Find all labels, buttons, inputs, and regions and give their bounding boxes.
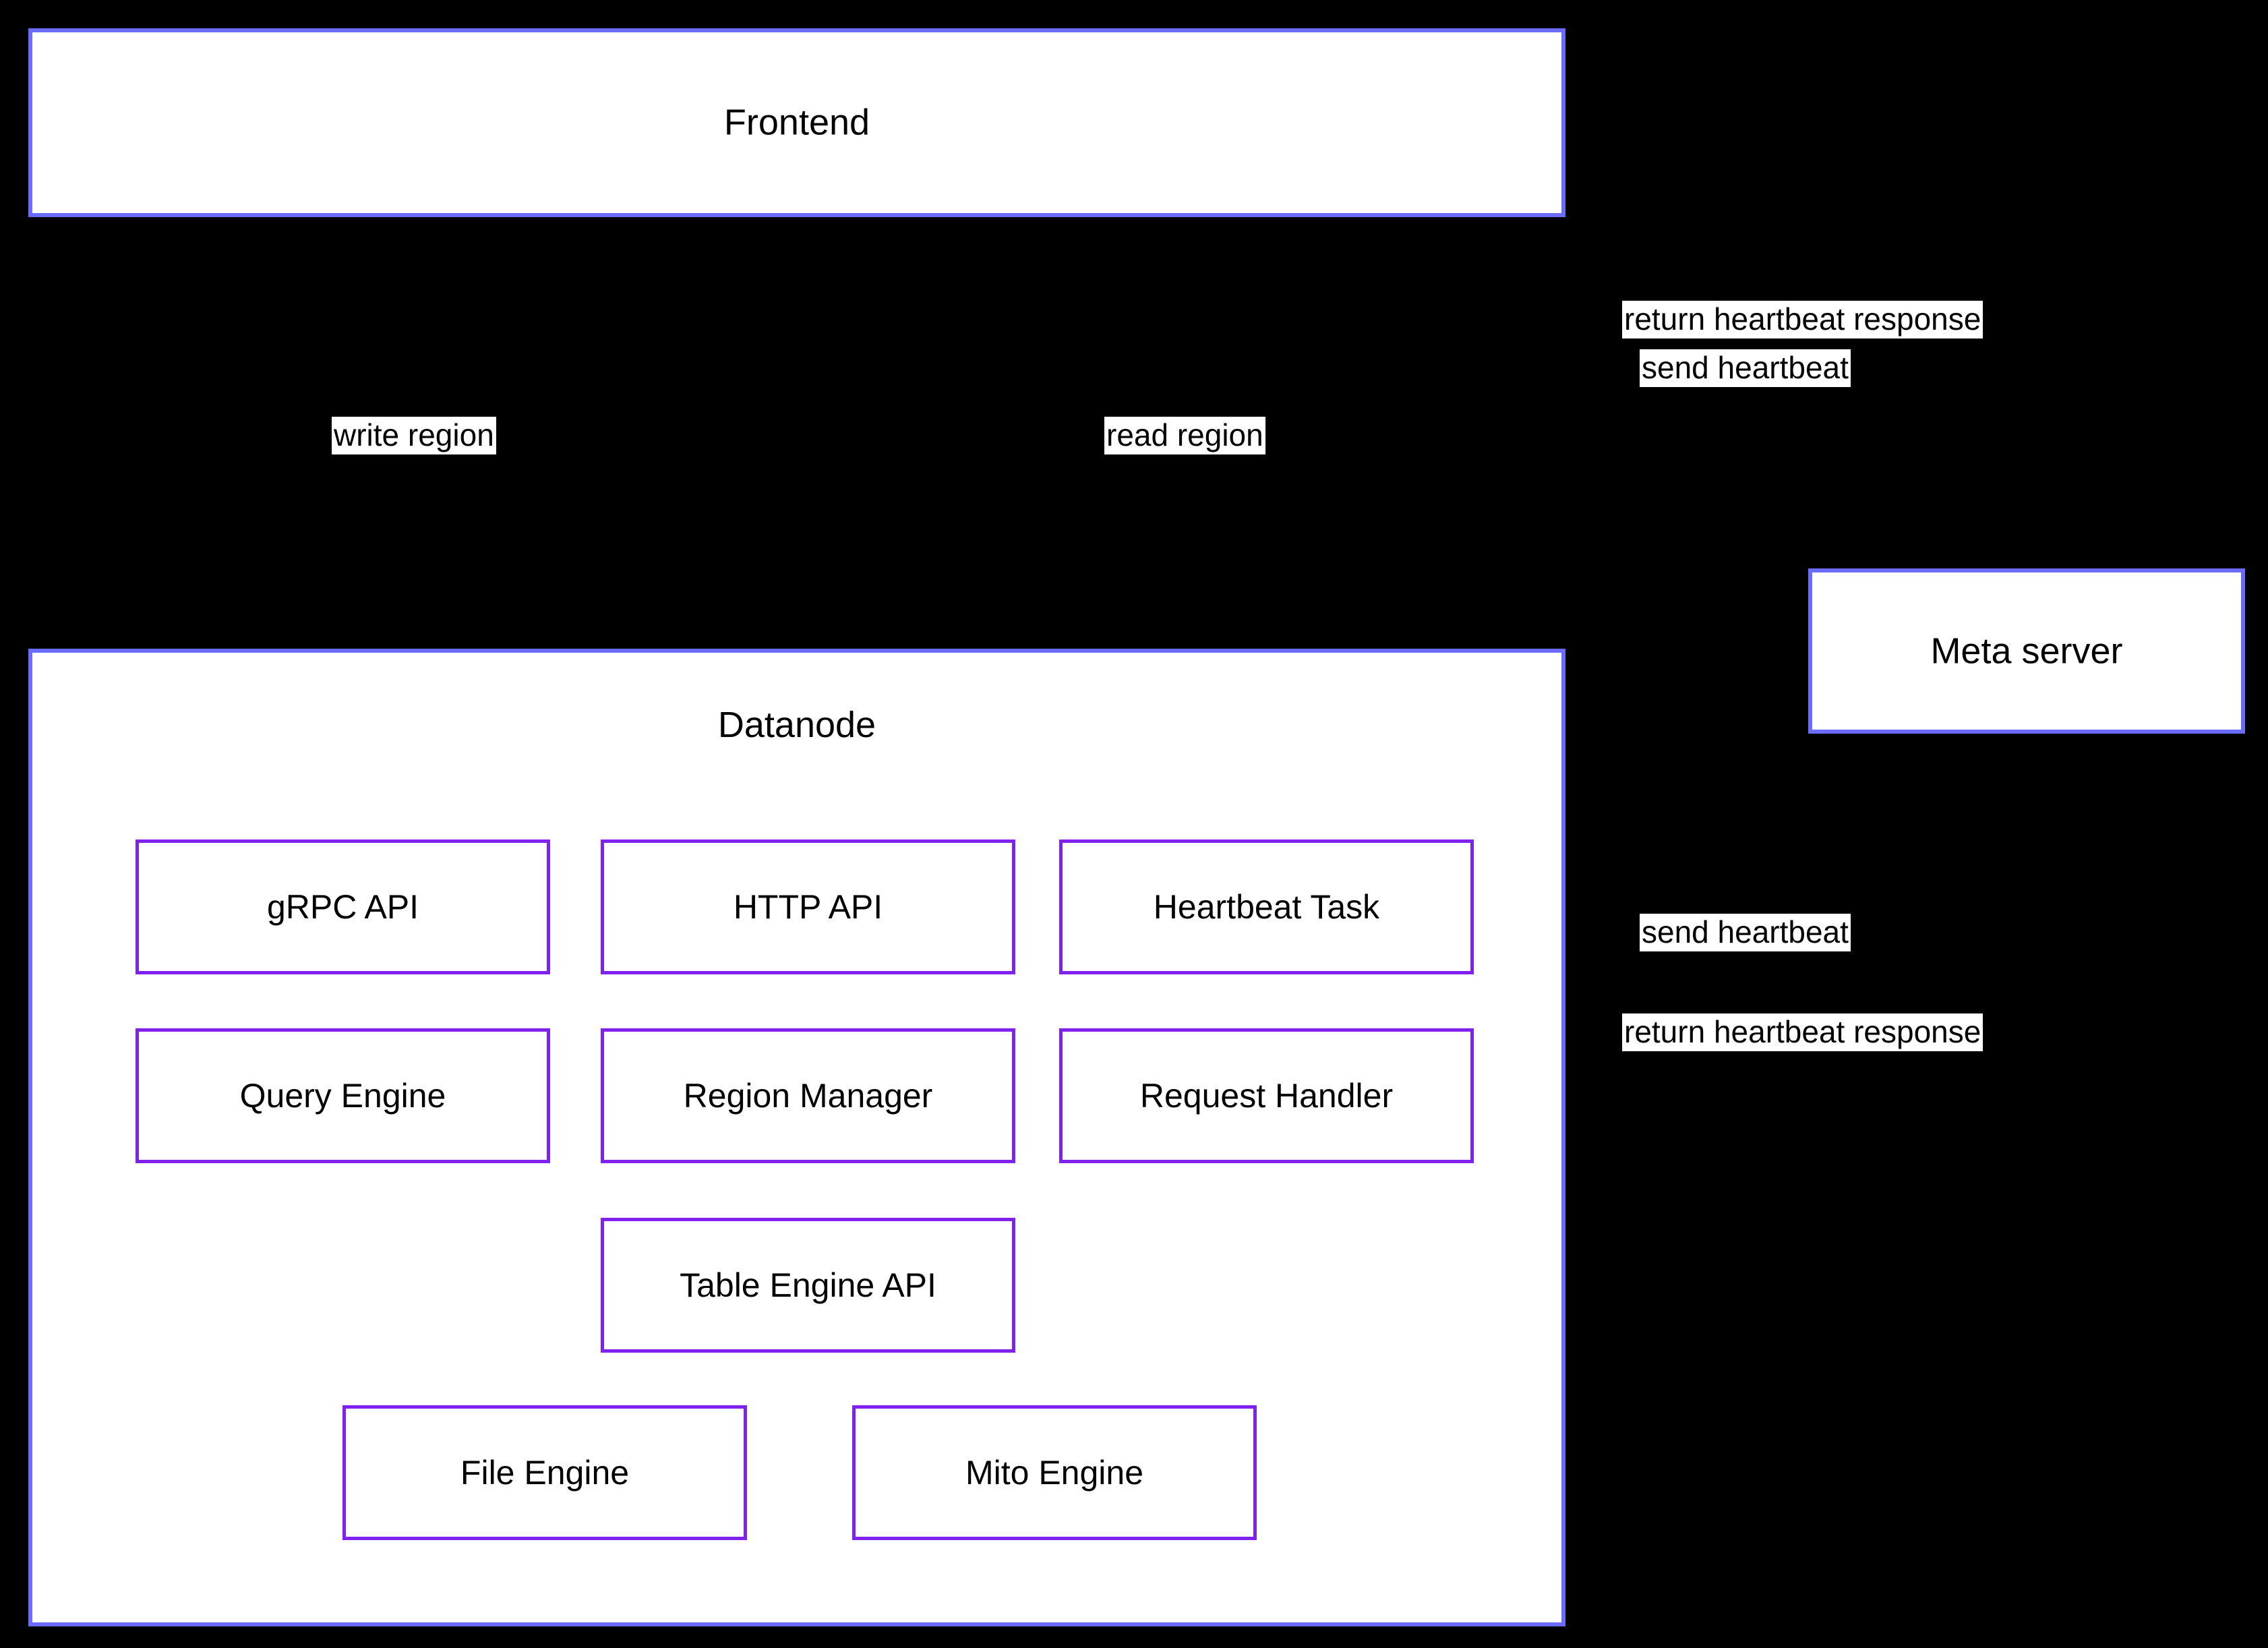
edge-meta-to-frontend-return bbox=[1629, 211, 2031, 569]
edge-label-frontend-meta-return: return heartbeat response bbox=[1622, 301, 1983, 339]
edge-frontend-to-meta-send bbox=[1253, 215, 1930, 570]
component-table-engine-api[interactable]: Table Engine API bbox=[601, 1218, 1015, 1353]
meta-server-node-label: Meta server bbox=[1930, 630, 2123, 671]
component-query-engine-label: Query Engine bbox=[239, 1076, 446, 1115]
component-mito-engine-label: Mito Engine bbox=[965, 1453, 1144, 1492]
component-http-api-label: HTTP API bbox=[733, 887, 883, 926]
component-grpc-api-label: gRPC API bbox=[266, 887, 419, 926]
meta-server-node[interactable]: Meta server bbox=[1808, 568, 2245, 734]
component-table-engine-api-label: Table Engine API bbox=[680, 1266, 936, 1304]
edge-label-frontend-meta-send: send heartbeat bbox=[1640, 349, 1851, 387]
component-request-handler-label: Request Handler bbox=[1139, 1076, 1394, 1115]
component-http-api[interactable]: HTTP API bbox=[601, 840, 1015, 974]
component-file-engine[interactable]: File Engine bbox=[342, 1405, 747, 1540]
component-mito-engine[interactable]: Mito Engine bbox=[852, 1405, 1257, 1540]
component-region-manager-label: Region Manager bbox=[683, 1076, 933, 1115]
frontend-node[interactable]: Frontend bbox=[28, 28, 1565, 217]
component-heartbeat-task-label: Heartbeat Task bbox=[1153, 887, 1380, 926]
component-query-engine[interactable]: Query Engine bbox=[136, 1028, 550, 1163]
edge-label-read-region: read region bbox=[1104, 417, 1265, 454]
datanode-node-label: Datanode bbox=[717, 705, 876, 745]
frontend-node-label: Frontend bbox=[723, 102, 870, 143]
edge-label-datanode-meta-return: return heartbeat response bbox=[1622, 1013, 1983, 1051]
edge-label-datanode-meta-send: send heartbeat bbox=[1640, 914, 1851, 951]
component-request-handler[interactable]: Request Handler bbox=[1059, 1028, 1474, 1163]
component-grpc-api[interactable]: gRPC API bbox=[136, 840, 550, 974]
component-file-engine-label: File Engine bbox=[460, 1453, 630, 1492]
datanode-node[interactable]: Datanode gRPC API HTTP API Heartbeat Tas… bbox=[28, 649, 1565, 1626]
component-heartbeat-task[interactable]: Heartbeat Task bbox=[1059, 840, 1474, 974]
edge-label-write-region: write region bbox=[332, 417, 496, 454]
component-region-manager[interactable]: Region Manager bbox=[601, 1028, 1015, 1163]
